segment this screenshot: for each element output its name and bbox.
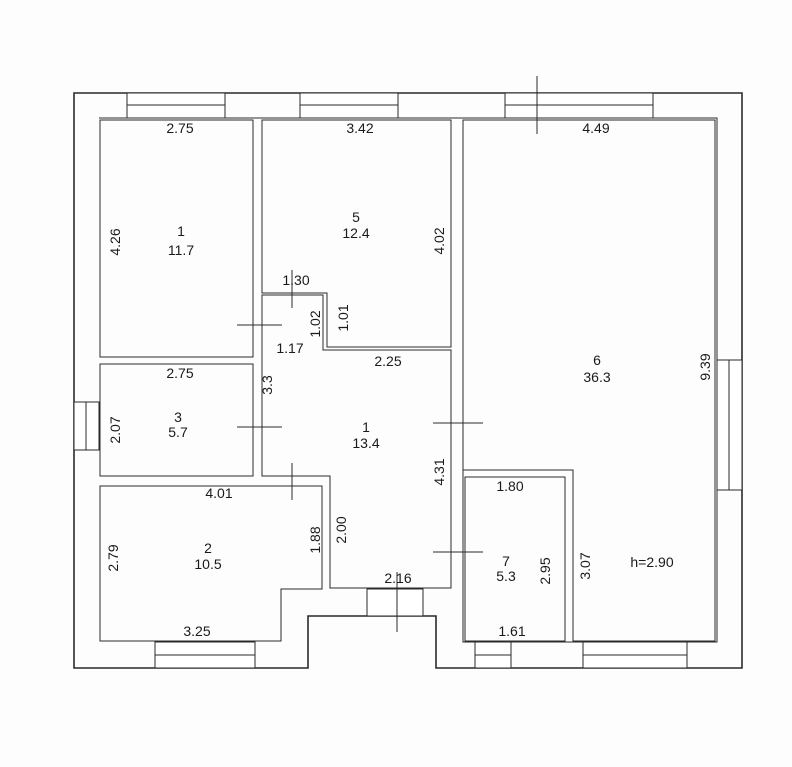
ceiling-height: h=2.90 [630, 554, 673, 570]
room-1-id: 1 [362, 419, 370, 435]
room-6-outline [462, 119, 716, 642]
dim-hall-33: 3.3 [259, 375, 275, 395]
room-3-outline [99, 363, 254, 477]
dim-r2-left: 2.79 [105, 544, 121, 571]
room-2-id: 2 [204, 540, 212, 556]
dim-r3-top: 2.75 [166, 365, 193, 381]
dim-r2-bottom: 3.25 [183, 623, 210, 639]
room-labels: 1 11.7 5 12.4 6 36.3 3 5.7 1 13.4 2 10.5… [168, 209, 611, 584]
dim-r7-right: 2.95 [537, 557, 553, 584]
dim-r5-right: 4.02 [431, 227, 447, 254]
dim-hall-200: 2.00 [333, 516, 349, 543]
dim-hall-101: 1.01 [335, 304, 351, 331]
room-4-id: 1 [177, 223, 185, 239]
dim-r2-right: 1.88 [307, 526, 323, 553]
dim-hall-102: 1.02 [307, 310, 323, 337]
room-7-area: 5.3 [496, 568, 516, 584]
room-6-area: 36.3 [583, 369, 610, 385]
dim-r4-left: 4.26 [107, 228, 123, 255]
outer-wall [73, 92, 743, 669]
windows [73, 92, 743, 669]
axis-marks [237, 76, 538, 632]
dim-hall-225: 2.25 [374, 353, 401, 369]
dim-r7-bottom: 1.61 [498, 623, 525, 639]
room-5-area: 12.4 [342, 225, 369, 241]
dim-r4-top: 2.75 [166, 120, 193, 136]
room-5-id: 5 [352, 209, 360, 225]
dim-hall-130: 1.30 [282, 272, 309, 288]
dimension-labels: 2.75 4.26 3.42 4.02 4.49 9.39 3.07 2.75 … [105, 120, 713, 639]
dim-hall-431: 4.31 [431, 458, 447, 485]
dim-hall-117: 1.17 [276, 340, 303, 356]
entrance-door [366, 588, 424, 617]
dim-hall-216: 2.16 [384, 570, 411, 586]
room-3-area: 5.7 [168, 424, 188, 440]
dim-r7-top: 1.80 [496, 478, 523, 494]
dim-r3-left: 2.07 [107, 416, 123, 443]
room-2-area: 10.5 [194, 556, 221, 572]
room-7-outline [464, 476, 566, 642]
dim-r6-right: 9.39 [697, 353, 713, 380]
dim-r5-top: 3.42 [346, 120, 373, 136]
dim-r6-inner: 3.07 [577, 552, 593, 579]
room-7-id: 7 [502, 553, 510, 569]
room-1-area: 13.4 [352, 435, 379, 451]
dim-r2-top: 4.01 [205, 485, 232, 501]
room-4-outline [99, 119, 254, 358]
room-2-outline [99, 485, 323, 642]
room-6-id: 6 [593, 352, 601, 368]
room-5-outline [261, 119, 452, 348]
dim-r6-top: 4.49 [582, 120, 609, 136]
hall-1-outline [261, 294, 452, 589]
room-4-area: 11.7 [168, 242, 194, 258]
room-3-id: 3 [174, 409, 182, 425]
